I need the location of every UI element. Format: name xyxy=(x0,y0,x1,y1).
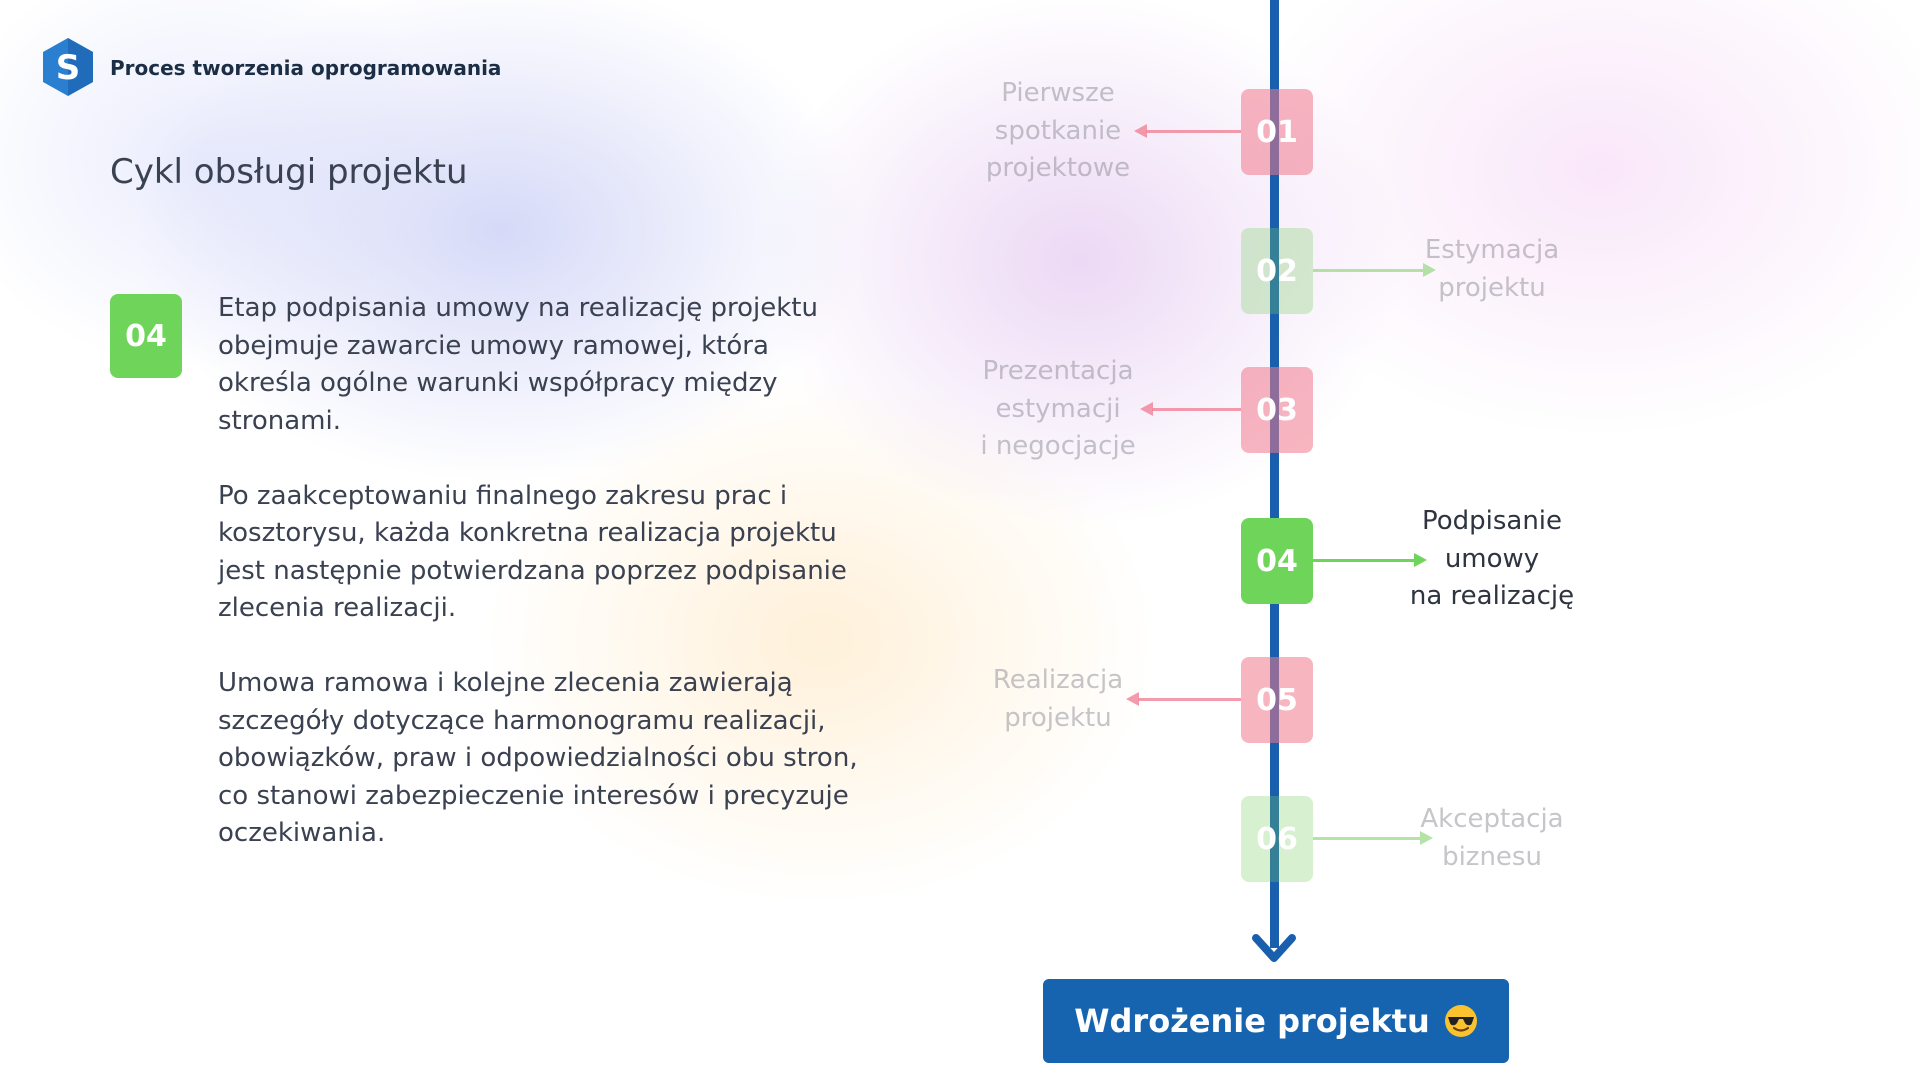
timeline-step-06[interactable]: 06 xyxy=(1241,796,1313,882)
connector-arrow xyxy=(1313,837,1420,840)
deploy-button-label: Wdrożenie projektu xyxy=(1074,1002,1430,1040)
description-paragraph: Etap podpisania umowy na realizację proj… xyxy=(218,293,818,436)
timeline-label-05: Realizacja projektu xyxy=(992,665,1124,733)
connector-arrow xyxy=(1152,408,1241,411)
timeline-step-02[interactable]: 02 xyxy=(1241,228,1313,314)
brand-title: Proces tworzenia oprogramowania xyxy=(110,56,502,80)
page-title: Cykl obsługi projektu xyxy=(110,152,468,192)
active-step-badge: 04 xyxy=(110,294,182,378)
timeline-label-01: Pierwsze spotkanie projektowe xyxy=(985,78,1131,183)
timeline-label-03: Prezentacja estymacji i negocjacje xyxy=(980,356,1136,461)
arrow-left-icon xyxy=(1134,124,1147,138)
connector-arrow xyxy=(1138,698,1241,701)
arrow-right-icon xyxy=(1420,831,1433,845)
timeline-label-06: Akceptacja biznesu xyxy=(1420,804,1564,872)
timeline-arrow-icon xyxy=(1252,934,1296,962)
arrow-left-icon xyxy=(1126,692,1139,706)
timeline-step-04[interactable]: 04 xyxy=(1241,518,1313,604)
arrow-left-icon xyxy=(1140,402,1153,416)
arrow-right-icon xyxy=(1414,553,1427,567)
timeline-step-01[interactable]: 01 xyxy=(1241,89,1313,175)
timeline-step-03[interactable]: 03 xyxy=(1241,367,1313,453)
step-description: Etap podpisania umowy na realizację proj… xyxy=(218,290,858,890)
connector-arrow xyxy=(1146,130,1241,133)
description-paragraph: Umowa ramowa i kolejne zlecenia zawieraj… xyxy=(218,668,858,848)
timeline-label-04: Podpisanie umowy na realizację xyxy=(1409,506,1575,611)
svg-text:S: S xyxy=(56,48,81,88)
timeline-line xyxy=(1270,0,1279,948)
deploy-project-button[interactable]: Wdrożenie projektu xyxy=(1043,979,1509,1063)
connector-arrow xyxy=(1313,269,1423,272)
connector-arrow xyxy=(1313,559,1414,562)
arrow-right-icon xyxy=(1423,263,1436,277)
timeline-label-02: Estymacja projektu xyxy=(1424,235,1560,303)
description-paragraph: Po zaakceptowaniu finalnego zakresu prac… xyxy=(218,480,847,624)
timeline-step-05[interactable]: 05 xyxy=(1241,657,1313,743)
logo-icon: S xyxy=(43,38,93,96)
sunglasses-emoji-icon xyxy=(1444,1005,1477,1037)
